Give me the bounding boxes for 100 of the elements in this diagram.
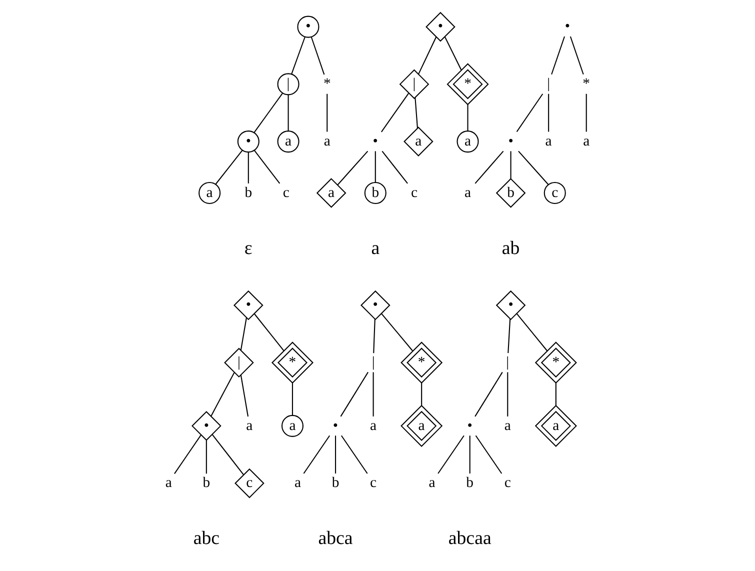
node-diamond: c	[234, 468, 264, 498]
node-text: a	[370, 418, 377, 434]
connector	[516, 94, 544, 132]
connector	[240, 374, 249, 417]
connector	[418, 36, 437, 74]
connector	[475, 435, 502, 474]
connector	[291, 36, 306, 74]
connector	[340, 435, 368, 474]
connector	[438, 435, 464, 474]
connector	[337, 150, 368, 186]
connector	[510, 151, 512, 179]
connector	[288, 94, 289, 131]
node-text: *	[582, 76, 590, 92]
connector	[570, 36, 584, 75]
node-diamond: a	[316, 178, 346, 208]
node-text: |	[547, 76, 550, 92]
node-text: a	[545, 133, 552, 150]
node-text: •	[332, 418, 338, 434]
connector	[254, 93, 283, 133]
connector	[518, 150, 549, 185]
node-text: a	[464, 184, 472, 201]
node-text: •	[564, 18, 570, 35]
node-text: |	[372, 354, 375, 371]
node-text: c	[410, 184, 418, 201]
connector	[374, 151, 376, 182]
connector	[335, 436, 336, 474]
connector	[212, 434, 244, 475]
connector	[372, 372, 374, 416]
label: ε	[244, 238, 252, 259]
node-diamond: a	[400, 404, 443, 447]
node-text: a	[428, 475, 436, 492]
connector	[469, 436, 470, 474]
connector	[551, 36, 566, 75]
node-diamond: •	[360, 290, 390, 320]
node-text: a	[583, 133, 590, 150]
label: abca	[318, 528, 353, 550]
node-circle: a	[456, 130, 479, 153]
node-text: •	[467, 418, 472, 434]
node-diamond: *	[400, 342, 443, 384]
node-text: b	[332, 475, 340, 492]
node-text: a	[504, 418, 511, 434]
connector	[508, 318, 511, 354]
node-diamond: |	[399, 69, 430, 100]
node-text: c	[504, 475, 511, 492]
connector	[248, 152, 249, 184]
node-diamond: *	[271, 342, 314, 384]
label: a	[371, 238, 380, 259]
connector	[586, 94, 587, 132]
node-circle: c	[544, 182, 566, 204]
connector	[292, 383, 294, 416]
node-diamond: a	[404, 126, 434, 156]
connector	[326, 94, 328, 132]
node-diamond: •	[192, 411, 222, 441]
node-text: *	[323, 76, 331, 92]
node-diamond: *	[534, 342, 577, 384]
node-circle: •	[297, 16, 320, 38]
connector	[340, 372, 368, 417]
node-text: •	[508, 133, 514, 150]
connector	[474, 150, 504, 184]
connector	[444, 36, 462, 70]
node-text: c	[370, 475, 377, 492]
node-text: a	[294, 475, 301, 492]
node-diamond: b	[496, 178, 526, 208]
connector	[516, 313, 548, 352]
label: abcaa	[448, 528, 492, 550]
node-circle: a	[281, 414, 304, 437]
connector	[303, 435, 330, 474]
node-text: •	[372, 133, 378, 150]
node-circle: •	[237, 130, 260, 153]
connector	[254, 150, 280, 184]
node-circle: a	[277, 130, 300, 153]
connector	[373, 319, 376, 354]
node-circle: |	[277, 73, 300, 96]
node-circle: b	[364, 182, 386, 204]
connector	[414, 97, 418, 128]
connector	[240, 318, 247, 350]
label: abc	[193, 528, 220, 550]
node-text: b	[466, 475, 474, 492]
node-circle: a	[198, 182, 221, 204]
connector	[467, 104, 468, 132]
label: ab	[502, 238, 520, 259]
connector	[382, 150, 408, 184]
node-text: b	[202, 475, 210, 492]
node-diamond: a	[534, 404, 577, 447]
node-diamond: |	[224, 348, 254, 378]
connector	[174, 434, 202, 474]
connector	[421, 383, 422, 406]
node-diamond: •	[426, 12, 456, 42]
node-diamond: *	[446, 63, 489, 106]
node-text: c	[282, 184, 290, 201]
node-text: b	[244, 184, 252, 201]
connector	[507, 372, 508, 416]
node-diamond: •	[234, 290, 264, 320]
connector	[215, 150, 243, 184]
connector	[548, 94, 550, 132]
connector	[381, 313, 413, 352]
connector	[210, 372, 235, 416]
connector	[380, 93, 409, 132]
connector	[206, 440, 207, 474]
node-text: a	[165, 475, 172, 492]
